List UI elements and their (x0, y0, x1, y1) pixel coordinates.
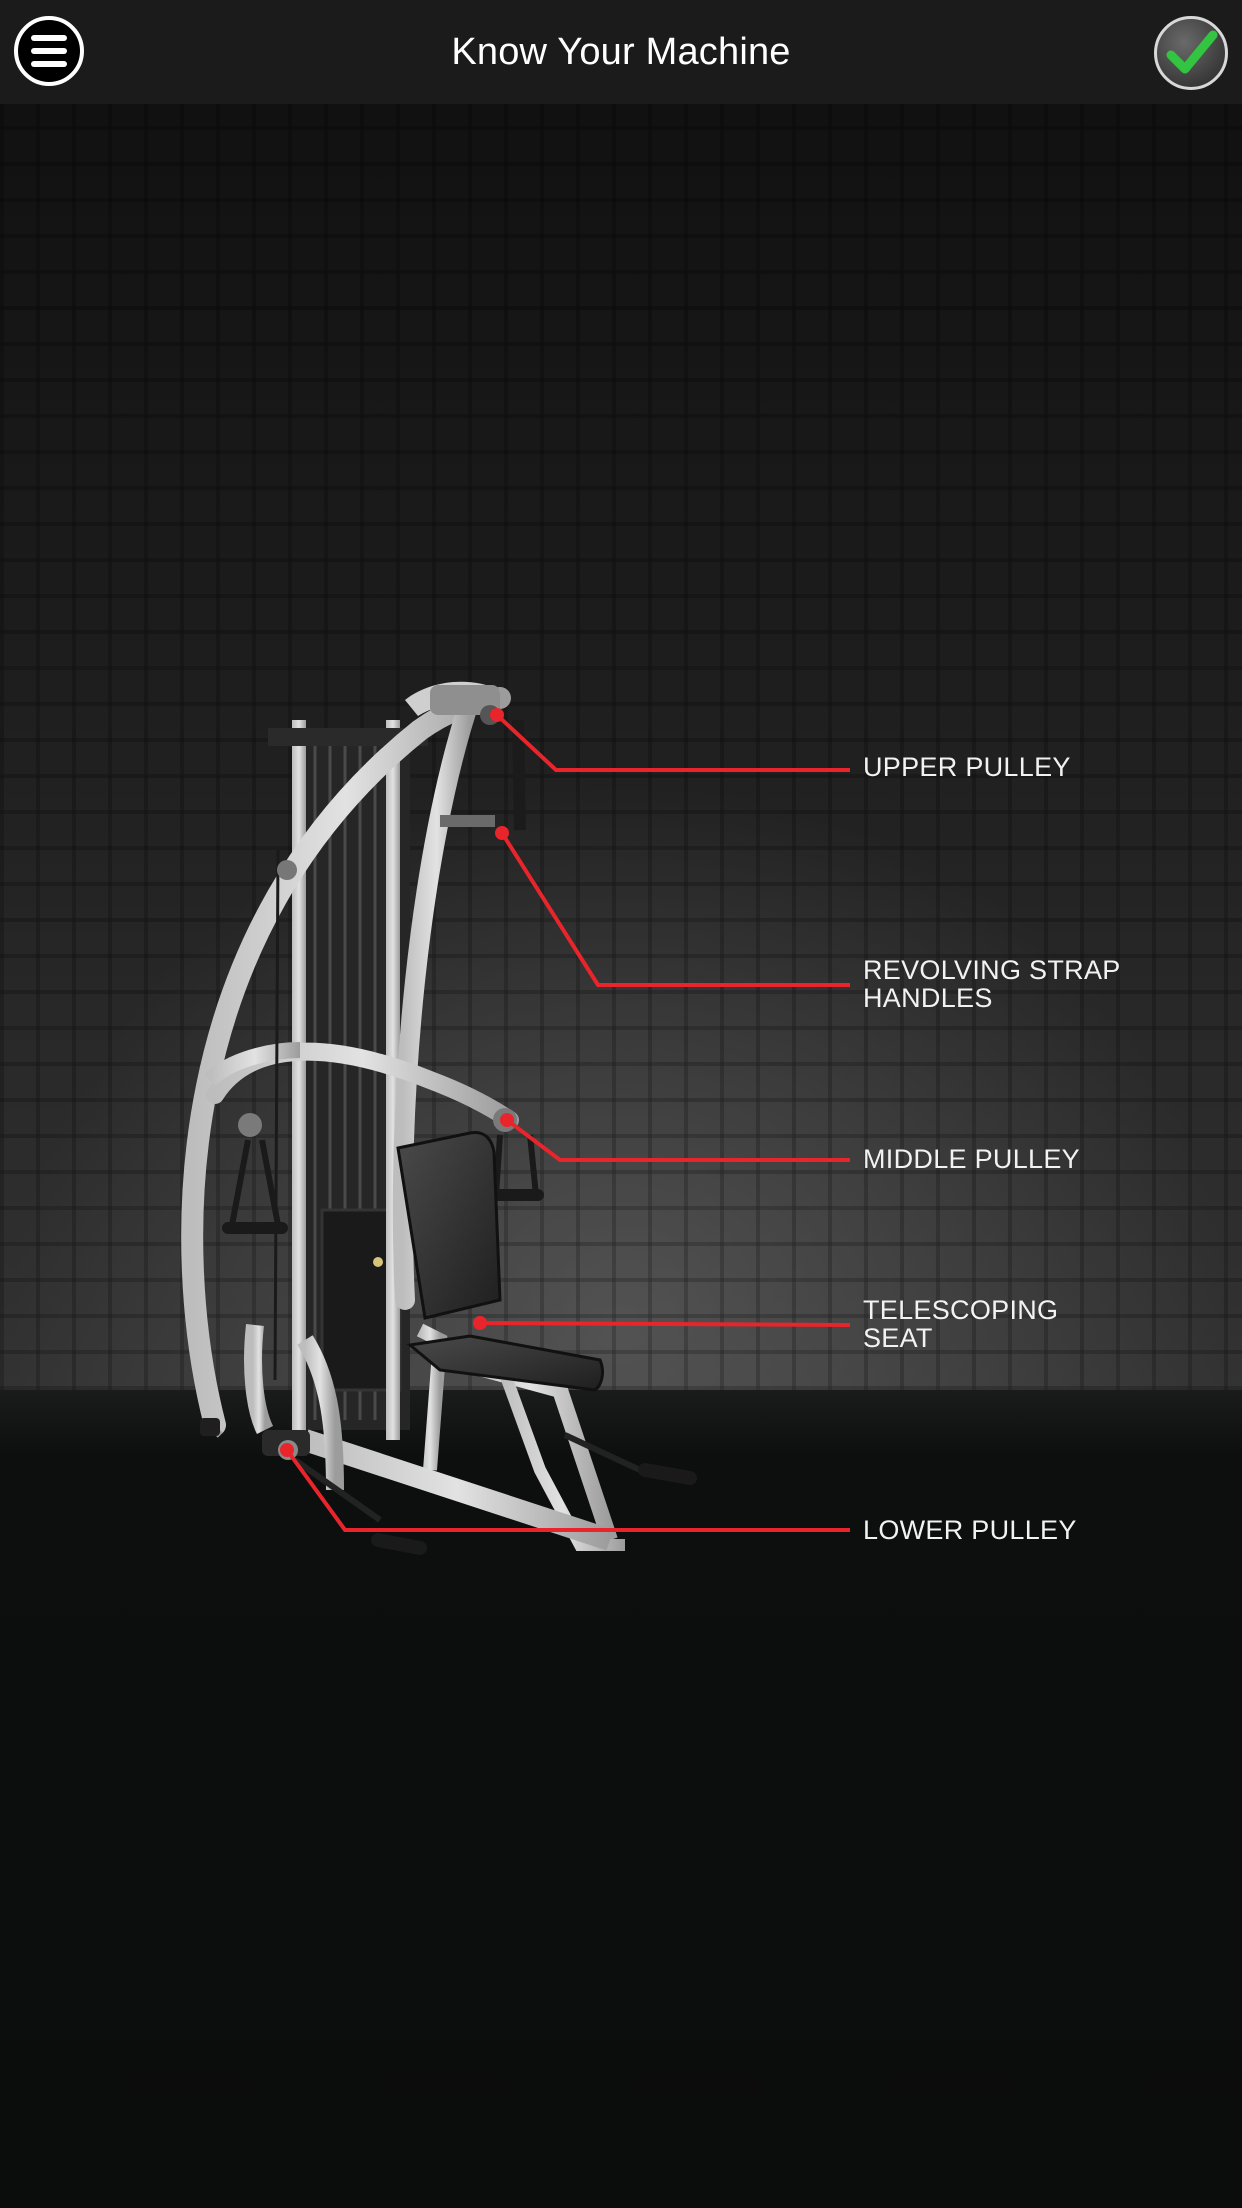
menu-button[interactable] (14, 16, 84, 86)
checkmark-icon (1166, 30, 1218, 74)
background-tiles (0, 104, 1242, 1390)
label-middle-pulley: MIDDLE PULLEY (863, 1144, 1080, 1174)
home-gym-machine-image (181, 681, 851, 1555)
background-wall (0, 104, 1242, 1390)
label-telescoping-seat: TELESCOPING SEAT (863, 1295, 1059, 1353)
label-upper-pulley: UPPER PULLEY (863, 752, 1071, 782)
label-lower-pulley: LOWER PULLEY (863, 1515, 1077, 1545)
top-app-bar: Know Your Machine (0, 0, 1242, 104)
confirm-button[interactable] (1154, 16, 1228, 90)
background-floor (0, 1390, 1242, 2208)
hamburger-menu-icon (31, 35, 67, 41)
callout-lines (285, 713, 851, 1532)
label-revolving-strap-handles: REVOLVING STRAP HANDLES (863, 955, 1121, 1013)
page-title: Know Your Machine (451, 30, 791, 73)
machine-diagram-area: UPPER PULLEY REVOLVING STRAP HANDLES MID… (0, 104, 1242, 2208)
